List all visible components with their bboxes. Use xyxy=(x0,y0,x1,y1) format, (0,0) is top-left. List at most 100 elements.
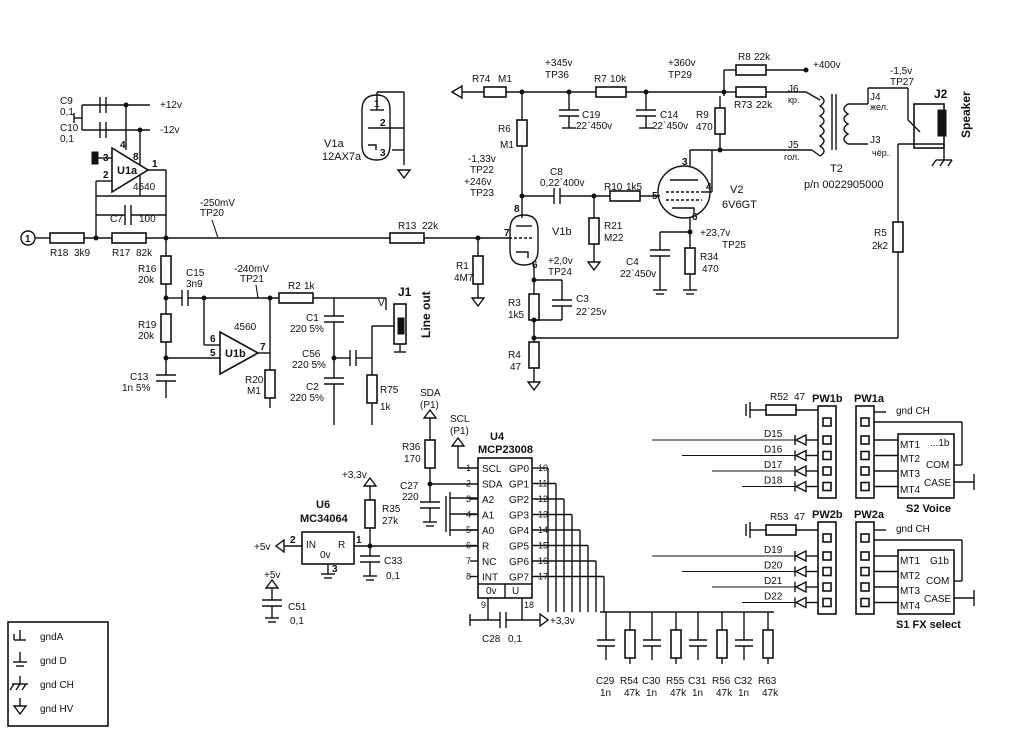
u6-pin2: 2 xyxy=(290,535,296,546)
tp22-label: TP22 xyxy=(470,165,494,176)
u4-type: MCP23008 xyxy=(478,444,533,456)
r74-value: M1 xyxy=(498,74,512,85)
c4-label: C4 xyxy=(626,257,639,268)
c4-value: 22`450v xyxy=(620,268,656,280)
c8-value: 0,22`400v xyxy=(540,177,584,189)
j1-marker: V xyxy=(378,298,385,309)
r18-label: R18 xyxy=(50,248,69,259)
legend-gndd: gnd D xyxy=(40,656,67,667)
r1-value: 4M7 xyxy=(454,273,474,284)
c10-label: C10 xyxy=(60,123,79,134)
r5-label: R5 xyxy=(874,228,887,239)
u1b-section: R16 20k R19 20k C13 1n 5% C15 3n9 -240mV… xyxy=(122,238,386,408)
s2-mt2: MT2 xyxy=(900,454,920,465)
c13-label: C13 xyxy=(130,372,149,383)
s1-mt4: MT4 xyxy=(900,601,920,612)
r75-label: R75 xyxy=(380,385,399,396)
c9-c10-group: C9 0,1 C10 0,1 +12v -12v xyxy=(60,96,182,196)
j1-label: J1 xyxy=(398,285,412,299)
v2-pin6: 6 xyxy=(692,212,698,223)
r16-value: 20k xyxy=(138,275,155,286)
r4-value: 47 xyxy=(510,362,522,373)
u6-type: MC34064 xyxy=(300,513,349,525)
pw2b-label: PW2b xyxy=(812,509,843,521)
tp25-label: TP25 xyxy=(722,240,746,251)
v2-pin4: 4 xyxy=(706,182,712,193)
c7-label: C7 xyxy=(110,214,123,225)
tp27-voltage: -1,5v xyxy=(890,66,912,77)
s1-mt3: MT3 xyxy=(900,586,920,597)
v2-pin3: 3 xyxy=(682,157,688,168)
r52-value: 47 xyxy=(794,392,806,403)
s2-mt4: MT4 xyxy=(900,485,920,496)
r13-label: R13 xyxy=(398,221,417,232)
c33-value: 0,1 xyxy=(386,571,400,582)
part-label: R55 xyxy=(666,676,685,687)
transformer-t2: J6 кр. J5 гол. T2 p/n 0022905000 J4 жел.… xyxy=(784,66,973,338)
r73-value: 22k xyxy=(756,100,773,111)
c9-value: 0,1 xyxy=(60,107,74,118)
v360-label: +360v xyxy=(668,58,696,69)
u4-gp-name: GP7 xyxy=(509,573,529,584)
u4-pin18: 18 xyxy=(524,600,534,610)
u1a-pin8: 8 xyxy=(133,152,139,163)
r16-label: R16 xyxy=(138,264,157,275)
r74-label: R74 xyxy=(472,74,491,85)
tp22-voltage: -1,33v xyxy=(468,154,496,165)
u4-pin-num: 7 xyxy=(466,556,471,566)
u6-supervisor: U6 MC34064 IN R 0v +5v 2 1 3 +5v C51 0,1 xyxy=(254,499,362,627)
c14-value: 22`450v xyxy=(652,120,688,132)
tp20-label: TP20 xyxy=(200,208,224,219)
tp29-label: TP29 xyxy=(668,70,692,81)
c15-value: 3n9 xyxy=(186,279,203,290)
v1a-pin1: 1 xyxy=(374,99,380,110)
c19-value: 22`450v xyxy=(576,120,612,132)
r73-label: R73 xyxy=(734,100,753,111)
p5-label-2: +5v xyxy=(264,570,280,581)
r3-value: 1k5 xyxy=(508,310,525,321)
legend-gndch: gnd CH xyxy=(40,680,74,691)
s2-label: S2 Voice xyxy=(906,503,951,515)
part-value: 47k xyxy=(716,688,733,699)
pw1a-label: PW1a xyxy=(854,393,885,405)
r36-label: R36 xyxy=(402,442,421,453)
r3-label: R3 xyxy=(508,298,521,309)
u6-pin3: 3 xyxy=(332,564,338,575)
c8-label: C8 xyxy=(550,167,563,178)
j5-wire: гол. xyxy=(784,152,800,162)
u4-gp-name: GP6 xyxy=(509,557,529,568)
u4-gp-name: GP3 xyxy=(509,511,529,522)
u4-pin-name: SCL xyxy=(482,464,502,475)
u4-pin-num: 5 xyxy=(466,525,471,535)
c9-label: C9 xyxy=(60,96,73,107)
u6-pin1: 1 xyxy=(356,535,362,546)
v400-label: +400v xyxy=(813,60,841,71)
c1-value: 220 5% xyxy=(290,324,324,335)
tp20-voltage: -250mV xyxy=(200,198,235,209)
u6-label: U6 xyxy=(316,499,330,511)
r20-label: R20 xyxy=(245,375,264,386)
s1-com: COM xyxy=(926,576,949,587)
r8-value: 22k xyxy=(754,52,771,63)
part-label: R54 xyxy=(620,676,639,687)
r17-value: 82k xyxy=(136,248,153,259)
legend-gnda: gndA xyxy=(40,632,64,643)
scl-label: SCL xyxy=(450,414,470,425)
j3-label: J3 xyxy=(870,135,881,146)
r1-label: R1 xyxy=(456,261,469,272)
ground-legend: gndA gnd D gnd CH gnd HV xyxy=(7,621,109,727)
u4-pin-num: 1 xyxy=(466,463,471,473)
v1a-pin3: 3 xyxy=(380,148,386,159)
c2-value: 220 5% xyxy=(290,393,324,404)
sda-label: SDA xyxy=(420,388,441,399)
gndch-label-1: gnd CH xyxy=(896,406,930,417)
part-value: 1n xyxy=(692,688,703,699)
legend-gndhv: gnd HV xyxy=(40,704,74,715)
s2-com: COM xyxy=(926,460,949,471)
p33-label-1: +3,3v xyxy=(342,470,367,481)
s2-sw: ...1b xyxy=(930,438,950,449)
v1b-stage: R6 M1 -1,33v TP22 +246v TP23 C8 0,22`400… xyxy=(454,92,898,392)
